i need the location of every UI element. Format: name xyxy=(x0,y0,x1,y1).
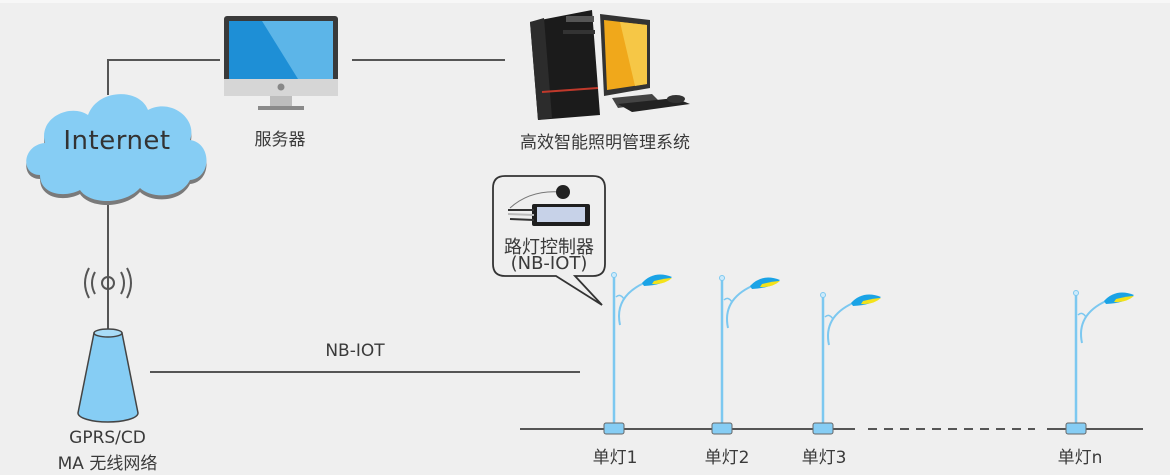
lamp-light xyxy=(652,278,672,285)
lamp-controller-box xyxy=(603,422,625,435)
lamp-label: 单灯2 xyxy=(704,448,750,468)
lamp-light xyxy=(861,298,881,305)
cell-tower-icon xyxy=(77,267,139,423)
server-label: 服务器 xyxy=(254,130,306,150)
lamp-controller-box xyxy=(1065,422,1087,435)
controller-label-2: (NB-IOT) xyxy=(510,253,588,274)
cloud-icon xyxy=(26,94,207,206)
system-label: 高效智能照明管理系统 xyxy=(520,133,690,153)
lamp-arm xyxy=(618,282,645,326)
lamp-label: 单灯n xyxy=(1057,448,1103,468)
link-internet-server xyxy=(107,59,220,95)
nbiot-link-label: NB-IOT xyxy=(325,341,385,361)
base-station-label-1: GPRS/CD xyxy=(69,428,146,448)
street-lamp-icon xyxy=(603,272,672,435)
lamp-label: 单灯1 xyxy=(592,448,638,468)
street-lamp-icon xyxy=(711,275,780,435)
desktop-computer-icon xyxy=(530,10,690,120)
lamp-controller-box xyxy=(812,422,834,435)
lamp-arm xyxy=(827,302,854,346)
lamp-controller-box xyxy=(711,422,733,435)
lamp-arm xyxy=(1080,300,1107,344)
lamp-light xyxy=(760,281,780,288)
lamp-light xyxy=(1114,296,1134,303)
street-lamp-icon xyxy=(812,292,881,435)
monitor-icon xyxy=(224,16,338,110)
internet-label: Internet xyxy=(63,126,171,156)
lamp-arm xyxy=(726,285,753,329)
controller-callout xyxy=(492,175,606,306)
top-border xyxy=(0,0,1170,3)
controller-label-1: 路灯控制器 xyxy=(504,237,594,258)
street-lamp-icon xyxy=(1065,290,1134,435)
lamp-controller-icon xyxy=(507,185,590,226)
base-station-label-2: MA 无线网络 xyxy=(57,454,158,474)
lamp-label: 单灯3 xyxy=(801,448,847,468)
